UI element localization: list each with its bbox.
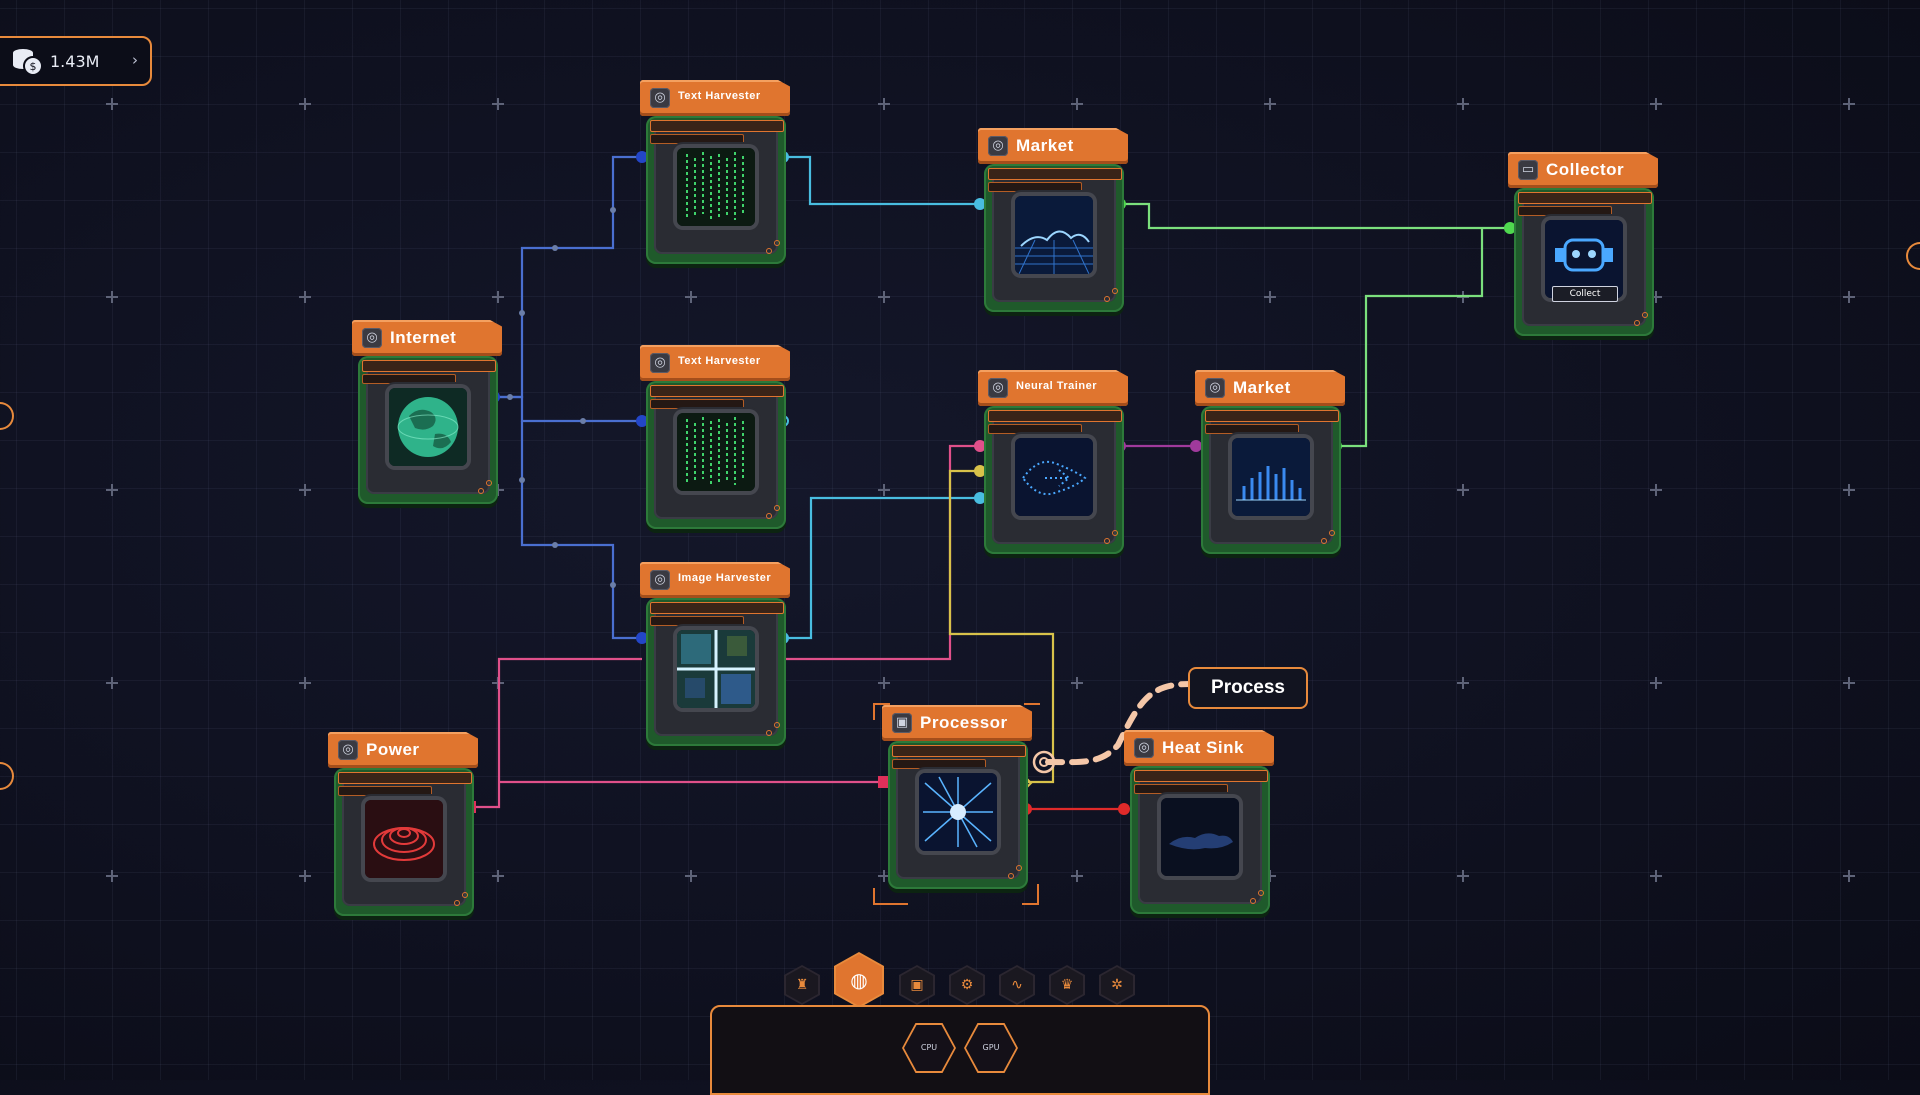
port-collector-in bbox=[1504, 222, 1516, 234]
port-image-harvester-in bbox=[636, 632, 648, 644]
node-title: Text Harvester bbox=[678, 90, 761, 102]
wire-internet-text-harvester-1 bbox=[494, 155, 642, 399]
node-processor[interactable]: ▣ Processor bbox=[882, 705, 1032, 895]
category-trophy[interactable]: ♜ bbox=[784, 965, 820, 1005]
node-power[interactable]: ◎ Power bbox=[328, 732, 478, 922]
cpu-icon: ▣ bbox=[892, 713, 912, 733]
cpu-chip-label: CPU bbox=[904, 1025, 954, 1071]
trophy-icon: ♜ bbox=[786, 967, 818, 1003]
wire-processor-neural-yellow bbox=[948, 469, 1055, 784]
cpu-gear-icon: ⚙ bbox=[951, 967, 983, 1003]
dragged-wire-preview bbox=[1045, 681, 1193, 766]
port-market-2-in bbox=[1190, 440, 1202, 452]
wire-text-harvester-market bbox=[783, 155, 980, 206]
port-market-1-in bbox=[974, 198, 986, 210]
power-rings-screen-icon bbox=[365, 800, 443, 878]
node-title: Heat Sink bbox=[1162, 738, 1244, 757]
category-gear[interactable]: ✲ bbox=[1099, 965, 1135, 1005]
wire-internet-text-harvester-2 bbox=[494, 395, 642, 423]
port-neural-in-pink bbox=[974, 440, 986, 452]
matrix-text-screen-icon bbox=[677, 148, 755, 226]
port-text-harvester-1-in bbox=[636, 151, 648, 163]
folder-icon: ▭ bbox=[1518, 160, 1538, 180]
wire-market-collector bbox=[1120, 202, 1510, 230]
node-heat-sink[interactable]: ◎ Heat Sink bbox=[1124, 730, 1274, 920]
market-wave-screen-icon bbox=[1232, 438, 1310, 516]
category-globe[interactable]: ◍ bbox=[834, 952, 884, 1008]
processor-chip-screen-icon bbox=[919, 773, 997, 851]
node-title: Image Harvester bbox=[678, 572, 772, 584]
node-text-harvester-1[interactable]: ◎ Text Harvester bbox=[640, 80, 790, 270]
waveform-icon: ∿ bbox=[1001, 967, 1033, 1003]
node-title: Processor bbox=[920, 713, 1008, 732]
node-title: Text Harvester bbox=[678, 355, 761, 367]
cpu-chip-button[interactable]: CPU bbox=[902, 1023, 956, 1073]
image-grid-screen-icon bbox=[677, 630, 755, 708]
globe-icon: ◍ bbox=[836, 954, 882, 1006]
svg-text:$: $ bbox=[30, 60, 37, 73]
process-tooltip[interactable]: Process bbox=[1188, 667, 1308, 709]
globe-icon: ◎ bbox=[1205, 378, 1225, 398]
globe-icon: ◎ bbox=[650, 353, 670, 373]
port-text-harvester-2-in bbox=[636, 415, 648, 427]
globe-icon: ◎ bbox=[988, 136, 1008, 156]
category-chip[interactable]: ▣ bbox=[899, 965, 935, 1005]
gpu-chip-label: GPU bbox=[966, 1025, 1016, 1071]
build-panel: CPU GPU bbox=[710, 1005, 1210, 1095]
coins-dollar-icon: $ bbox=[10, 44, 44, 78]
currency-amount: 1.43M bbox=[50, 51, 100, 71]
node-title: Power bbox=[366, 740, 420, 759]
gear-icon: ✲ bbox=[1101, 967, 1133, 1003]
wire-power-image-harvester bbox=[470, 657, 642, 809]
globe-icon: ◎ bbox=[650, 88, 670, 108]
port-neural-in-yellow bbox=[974, 465, 986, 477]
node-market-2[interactable]: ◎ Market bbox=[1195, 370, 1345, 560]
currency-display[interactable]: $ 1.43M › bbox=[0, 36, 152, 86]
collect-button[interactable]: Collect bbox=[1552, 286, 1618, 302]
drag-cursor-icon bbox=[1032, 750, 1056, 774]
node-title: Internet bbox=[390, 328, 457, 347]
node-title: Neural Trainer bbox=[1016, 380, 1097, 392]
node-title: Market bbox=[1016, 136, 1074, 155]
wire-image-harvester-neural bbox=[783, 496, 980, 640]
matrix-text-screen-icon bbox=[677, 413, 755, 491]
node-title: Market bbox=[1233, 378, 1291, 397]
globe-icon: ◎ bbox=[1134, 738, 1154, 758]
robot-head-screen-icon bbox=[1545, 220, 1623, 298]
earth-globe-screen-icon bbox=[389, 388, 467, 466]
wire-internet-image-harvester bbox=[520, 421, 642, 640]
category-waveform[interactable]: ∿ bbox=[999, 965, 1035, 1005]
neural-network-screen-icon bbox=[1015, 438, 1093, 516]
globe-icon: ◎ bbox=[650, 570, 670, 590]
node-image-harvester[interactable]: ◎ Image Harvester bbox=[640, 562, 790, 752]
node-internet[interactable]: ◎ Internet bbox=[352, 320, 502, 510]
globe-icon: ◎ bbox=[988, 378, 1008, 398]
crown-icon: ♛ bbox=[1051, 967, 1083, 1003]
selection-bracket bbox=[873, 703, 1040, 905]
gpu-chip-button[interactable]: GPU bbox=[964, 1023, 1018, 1073]
globe-icon: ◎ bbox=[338, 740, 358, 760]
market-wave-screen-icon bbox=[1015, 196, 1093, 274]
node-title: Collector bbox=[1546, 160, 1625, 179]
port-heatsink-in bbox=[1118, 803, 1130, 815]
globe-icon: ◎ bbox=[362, 328, 382, 348]
port-neural-in-cyan bbox=[974, 492, 986, 504]
heat-sink-screen-icon bbox=[1161, 798, 1239, 876]
wire-market2-collector bbox=[1336, 228, 1484, 448]
port-processor-in bbox=[878, 776, 890, 788]
chip-icon: ▣ bbox=[901, 967, 933, 1003]
category-crown[interactable]: ♛ bbox=[1049, 965, 1085, 1005]
category-cpu-gear[interactable]: ⚙ bbox=[949, 965, 985, 1005]
node-collector[interactable]: ▭ Collector Collect bbox=[1508, 152, 1658, 342]
node-neural-trainer[interactable]: ◎ Neural Trainer bbox=[978, 370, 1128, 560]
node-market-1[interactable]: ◎ Market bbox=[978, 128, 1128, 318]
node-text-harvester-2[interactable]: ◎ Text Harvester bbox=[640, 345, 790, 535]
chevron-right-icon: › bbox=[132, 51, 138, 69]
